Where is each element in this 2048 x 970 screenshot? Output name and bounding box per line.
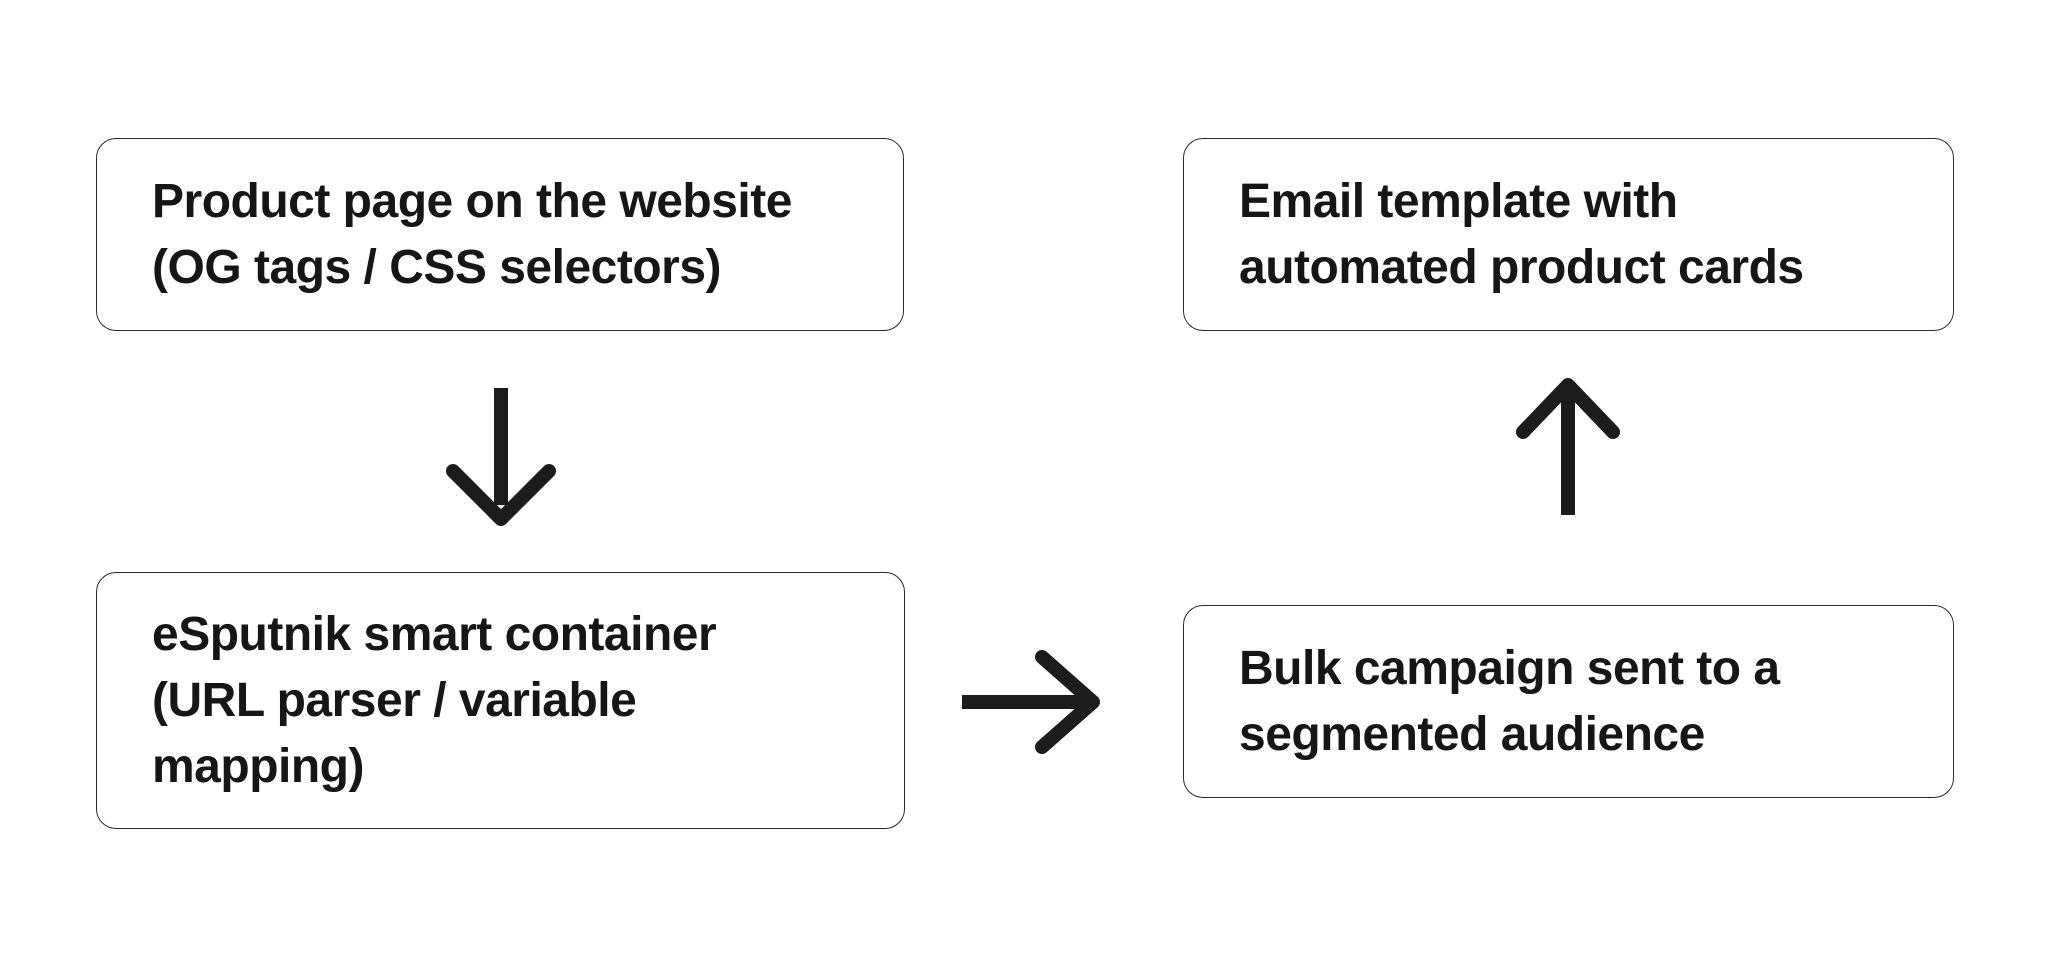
node-email-template-label: Email template with automated product ca… (1239, 174, 1804, 294)
node-email-template: Email template with automated product ca… (1183, 138, 1954, 331)
right-arrow-icon (962, 650, 1100, 754)
node-bulk-campaign-label: Bulk campaign sent to a segmented audien… (1239, 641, 1780, 761)
up-arrow-icon (1516, 378, 1620, 515)
node-smart-container: eSputnik smart container (URL parser / v… (96, 572, 905, 829)
node-smart-container-label: eSputnik smart container (URL parser / v… (152, 607, 717, 793)
node-product-page-label: Product page on the website (OG tags / C… (152, 174, 792, 294)
node-product-page: Product page on the website (OG tags / C… (96, 138, 904, 331)
node-bulk-campaign: Bulk campaign sent to a segmented audien… (1183, 605, 1954, 798)
down-arrow-icon (446, 388, 556, 526)
